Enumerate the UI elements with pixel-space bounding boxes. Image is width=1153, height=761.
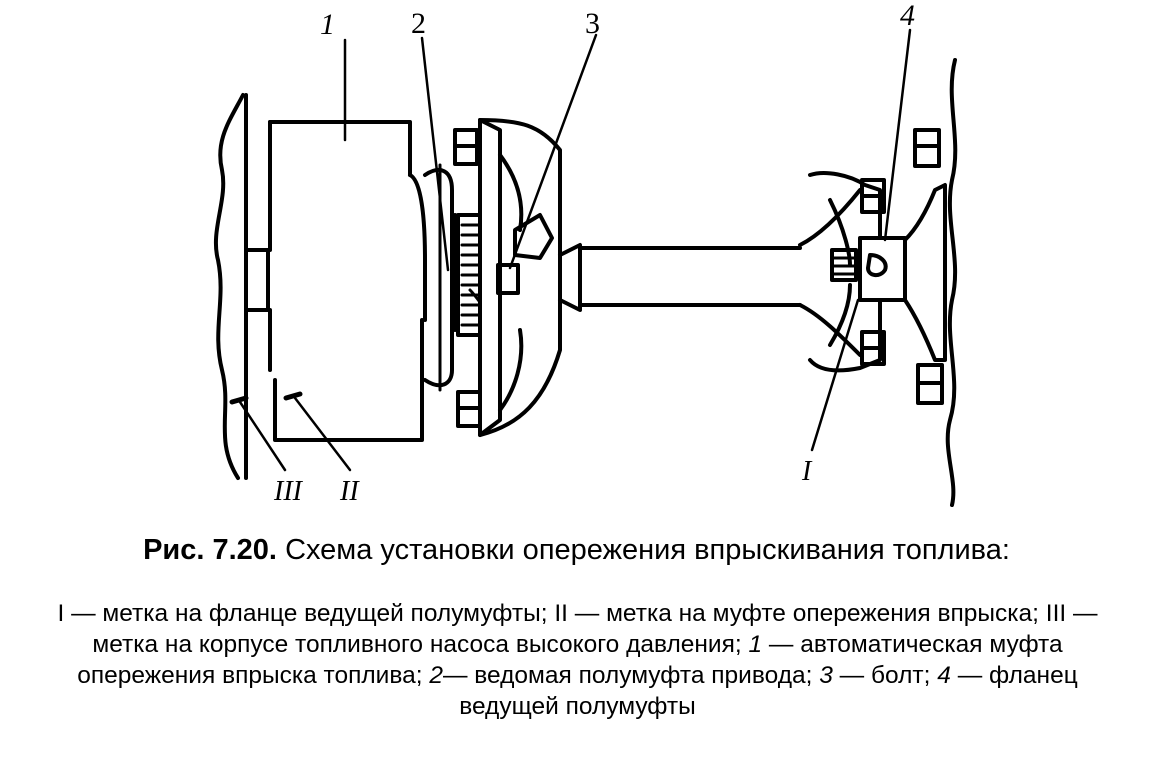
- driven-flange: [453, 118, 562, 437]
- figure-caption: Рис. 7.20. Схема установки опережения вп…: [0, 532, 1153, 568]
- figure-legend: I — метка на фланце ведущей полумуфты; I…: [40, 598, 1115, 722]
- bolt-3: [513, 213, 554, 260]
- mark-i-label: I: [801, 456, 813, 487]
- legend-key: 4: [937, 662, 951, 689]
- drive-shaft: [558, 243, 802, 312]
- right-housing: [913, 58, 958, 507]
- mark-iii-notch: [229, 395, 249, 405]
- legend-key: III: [1045, 600, 1067, 627]
- bolt-top-left: [453, 128, 479, 148]
- leader-lines: [238, 28, 912, 472]
- legend-text: — метка на фланце ведущей полумуфты;: [64, 600, 555, 627]
- legend-key: II: [554, 600, 568, 627]
- legend-text: — болт;: [832, 662, 938, 689]
- callout-2: 2: [411, 7, 426, 40]
- legend-text: — ведомая полумуфта привода;: [442, 662, 820, 689]
- left-housing: [213, 93, 270, 480]
- technical-drawing: 1 2 3 4 III II I: [213, 0, 958, 507]
- legend-text: — метка на корпусе топливного насоса выс…: [92, 600, 1098, 658]
- legend-text: — метка на муфте опережения впрыска;: [567, 600, 1046, 627]
- callout-3: 3: [585, 7, 600, 40]
- advance-coupling-body: [229, 120, 427, 442]
- legend-text: — автоматическая муфта опережения впрыск…: [77, 631, 1063, 689]
- bolt-bottom-left: [456, 390, 482, 410]
- mark-ii-label: II: [339, 476, 360, 507]
- callout-1: 1: [320, 8, 335, 41]
- legend-key: 2: [429, 662, 443, 689]
- mark-ii-notch: [283, 391, 303, 401]
- legend-key: 1: [748, 631, 763, 658]
- drive-half-coupling-flange: [798, 171, 947, 373]
- legend-key: 3: [819, 662, 833, 689]
- legend-text: — фланец ведущей полумуфты: [459, 662, 1078, 720]
- legend-key: I: [57, 600, 65, 627]
- figure-number: Рис. 7.20.: [143, 534, 277, 566]
- callout-4: 4: [900, 0, 915, 32]
- driven-half-coupling: [423, 163, 502, 392]
- mark-iii-label: III: [273, 476, 304, 507]
- figure-title: Схема установки опережения впрыскивания …: [285, 534, 1010, 566]
